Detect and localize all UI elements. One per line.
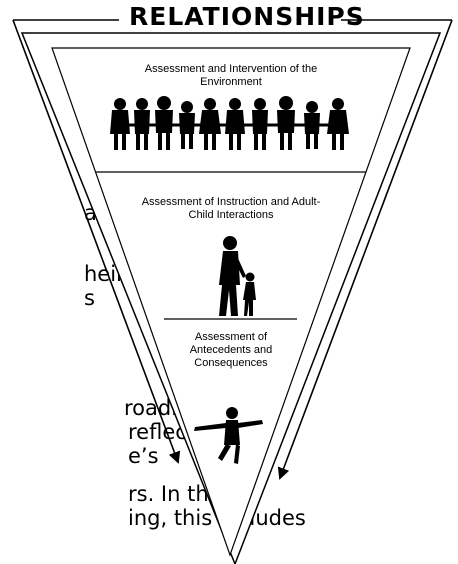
child-jumping-silhouette [194, 407, 263, 464]
tier-3-label: Assessment of Antecedents and Consequenc… [189, 331, 273, 369]
body-text-fragment: e’s [128, 444, 159, 468]
tier-2-label: Assessment of Instruction and Adult-Chil… [141, 196, 321, 221]
children-holding-hands-silhouette [110, 96, 349, 150]
diagram-title: RELATIONSHIPS [129, 2, 365, 31]
adult-and-child-walking-silhouette [219, 236, 256, 316]
left-arrow [12, 19, 181, 464]
body-text-fragment: rs. In the [128, 482, 222, 506]
right-arrow [277, 19, 453, 480]
body-text-fragment: s [84, 286, 95, 310]
tier-1-label: Assessment and Intervention of the Envir… [144, 63, 318, 88]
body-text-fragment: heir [84, 262, 125, 286]
